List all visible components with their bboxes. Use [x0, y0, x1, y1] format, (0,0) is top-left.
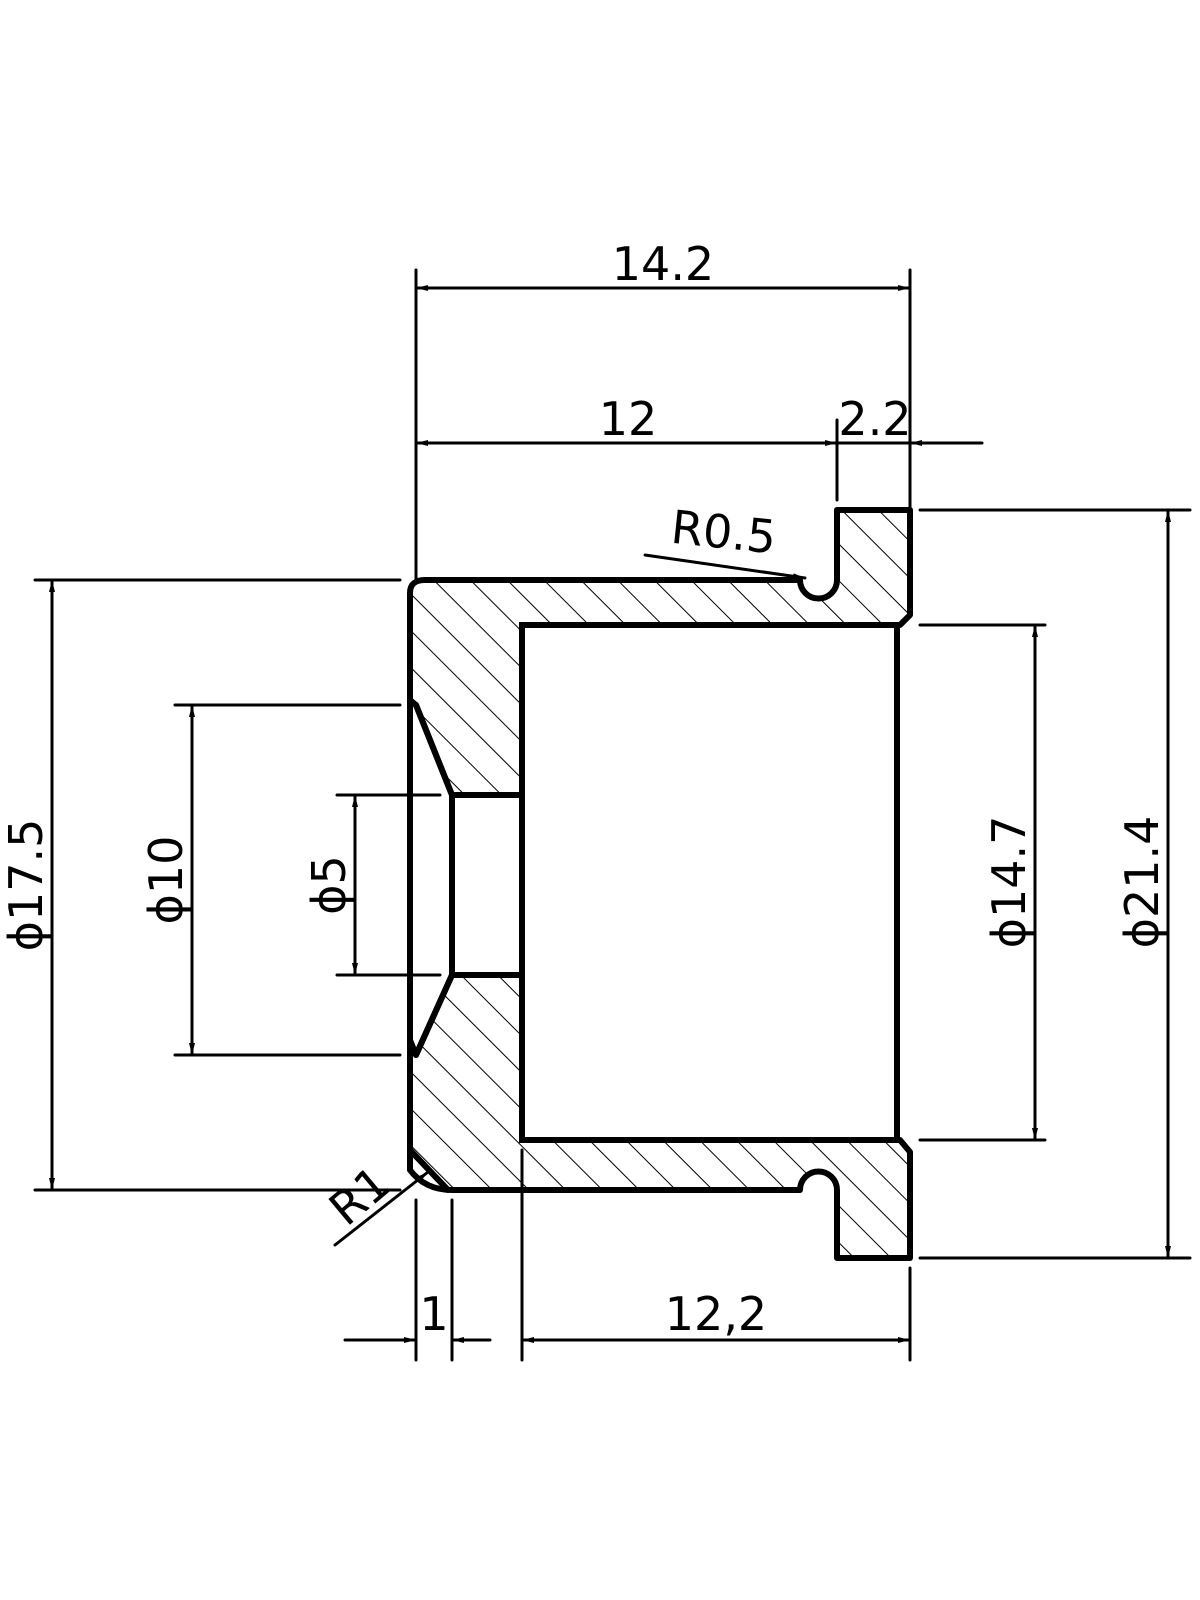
dim-outer-diameter: ϕ17.5: [0, 819, 53, 952]
dim-corner-radius: R1: [319, 1155, 401, 1236]
dim-wall-thickness: 1: [419, 1287, 448, 1341]
lower-wall-section: [407, 972, 913, 1261]
dim-countersink-diameter: ϕ10: [139, 836, 193, 925]
dim-overall-length: 14.2: [612, 237, 714, 291]
leader-groove-radius: [643, 553, 807, 580]
dim-body-length: 12: [599, 392, 658, 446]
part-interior: [407, 622, 900, 1193]
corner-chamfer: [407, 1147, 451, 1193]
extension-lines: [33, 268, 1192, 1362]
dimension-lines: [49, 285, 1171, 1343]
dim-hole-diameter: ϕ5: [302, 855, 356, 915]
dim-bore-depth: 12,2: [665, 1287, 767, 1341]
dim-flange-diameter: ϕ21.4: [1115, 816, 1169, 949]
dim-bore-diameter: ϕ14.7: [982, 816, 1036, 949]
upper-wall-section: [407, 507, 913, 798]
dim-flange-length: 2.2: [838, 392, 911, 446]
countersink-upper: [413, 702, 455, 798]
part-section: [407, 507, 913, 1261]
leader-corner-radius: [333, 1170, 430, 1247]
through-hole: [449, 792, 525, 978]
dim-groove-radius: R0.5: [669, 500, 779, 565]
bore-cavity: [519, 622, 900, 1143]
countersink-lower: [413, 972, 455, 1058]
